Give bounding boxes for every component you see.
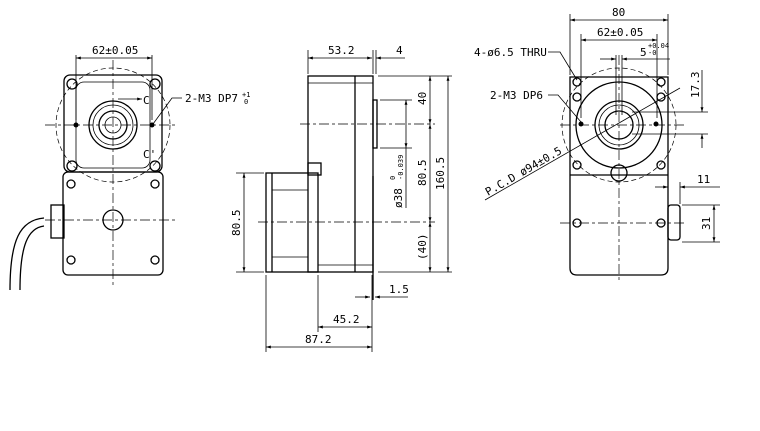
front-view: C C' 62±0.05 2-M3 DP7 +1 0 [9,44,250,291]
key-tol-upper: +0.04 [648,42,669,50]
side-view: 53.2 4 40 80.5 (40) 160.5 ø38 0 -0.039 8… [230,44,452,352]
dim-gear-length: 53.2 [328,44,355,57]
rear-view: 80 62±0.05 5 +0.04 -0 4-ø6.5 THRU 2-M3 D… [474,6,720,280]
dim-total-length: 87.2 [305,333,332,346]
key-tol-lower: -0 [648,49,656,57]
dim-total-height: 160.5 [434,157,447,190]
tol-upper: +1 [242,91,250,99]
dim-connector-height: 31 [700,217,713,230]
dim-hole-pitch: 62±0.05 [92,44,138,57]
section-mark-bottom: C' [143,148,156,161]
shaft-tol-upper: 0 [389,176,397,180]
dim-top: 40 [416,92,429,105]
dim-shaft-dia: ø38 [392,188,405,208]
dim-motor-height: 80.5 [230,210,243,237]
dim-width: 80 [612,6,625,19]
thru-hole-label: 4-ø6.5 THRU [474,46,547,59]
dim-flange: 4 [396,44,403,57]
tapped-hole-label: 2-M3 DP7 [185,92,238,105]
rear-dim-hole-pitch: 62±0.05 [597,26,643,39]
dim-connector-depth: 11 [697,173,710,186]
dim-key: 5 [640,46,647,59]
rear-tapped-hole-label: 2-M3 DP6 [490,89,543,102]
section-mark-top: C [143,94,150,107]
shaft-tol-lower: -0.039 [397,155,405,180]
dim-motor-length: 45.2 [333,313,360,326]
tol-lower: 0 [244,98,248,106]
pcd-label: P.C.D ø94±0.5 [483,144,564,198]
dim-key-height: 17.3 [689,72,702,99]
mounting-holes [66,78,161,172]
dim-bottom: (40) [416,234,429,261]
dim-center-distance: 80.5 [416,160,429,187]
dim-offset: 1.5 [389,283,409,296]
